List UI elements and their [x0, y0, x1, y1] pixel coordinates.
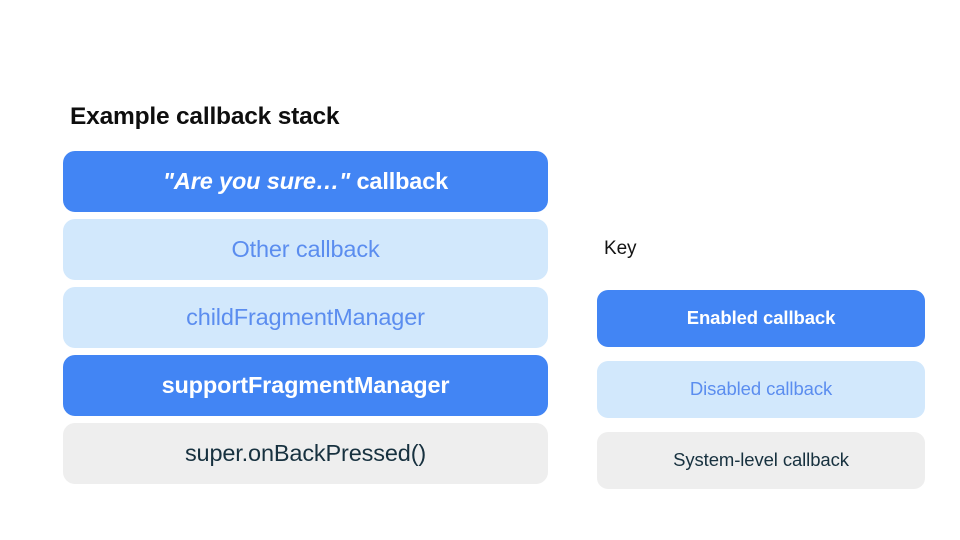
- key-item-label: Disabled callback: [689, 378, 833, 400]
- stack-item-label: super.onBackPressed(): [184, 439, 427, 466]
- stack-title: Example callback stack: [70, 103, 340, 130]
- key-item-label: System-level callback: [673, 449, 849, 471]
- stack-item-label-plain: callback: [350, 167, 449, 194]
- stack-item-label: supportFragmentManager: [161, 371, 450, 398]
- stack-item-label: childFragmentManager: [186, 303, 425, 330]
- key-item-enabled-callback: Enabled callback: [597, 290, 925, 347]
- stack-item-label: Other callback: [231, 235, 380, 262]
- key-item-system-level-callback: System-level callback: [597, 432, 925, 489]
- stack-item-are-you-sure: "Are you sure…" callback: [63, 151, 548, 212]
- key-title: Key: [604, 238, 637, 259]
- callback-stack: "Are you sure…" callback Other callback …: [63, 151, 548, 484]
- stack-item-label-quoted: "Are you sure…": [162, 167, 351, 194]
- stack-item-super-on-back-pressed: super.onBackPressed(): [63, 423, 548, 484]
- key-legend: Enabled callback Disabled callback Syste…: [597, 290, 925, 489]
- stack-item-child-fragment-manager: childFragmentManager: [63, 287, 548, 348]
- stack-item-other-callback: Other callback: [63, 219, 548, 280]
- stack-item-label: "Are you sure…" callback: [162, 167, 449, 194]
- key-item-label: Enabled callback: [686, 307, 836, 329]
- key-item-disabled-callback: Disabled callback: [597, 361, 925, 418]
- stack-item-support-fragment-manager: supportFragmentManager: [63, 355, 548, 416]
